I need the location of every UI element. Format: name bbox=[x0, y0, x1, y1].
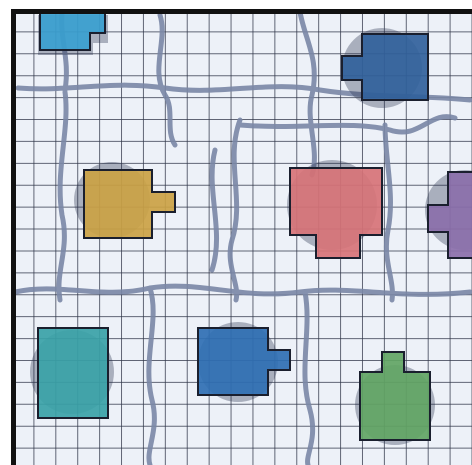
piece-navy-top-right[interactable] bbox=[342, 28, 428, 108]
piece-body bbox=[38, 328, 108, 418]
piece-teal-bottom-left[interactable] bbox=[30, 328, 114, 418]
